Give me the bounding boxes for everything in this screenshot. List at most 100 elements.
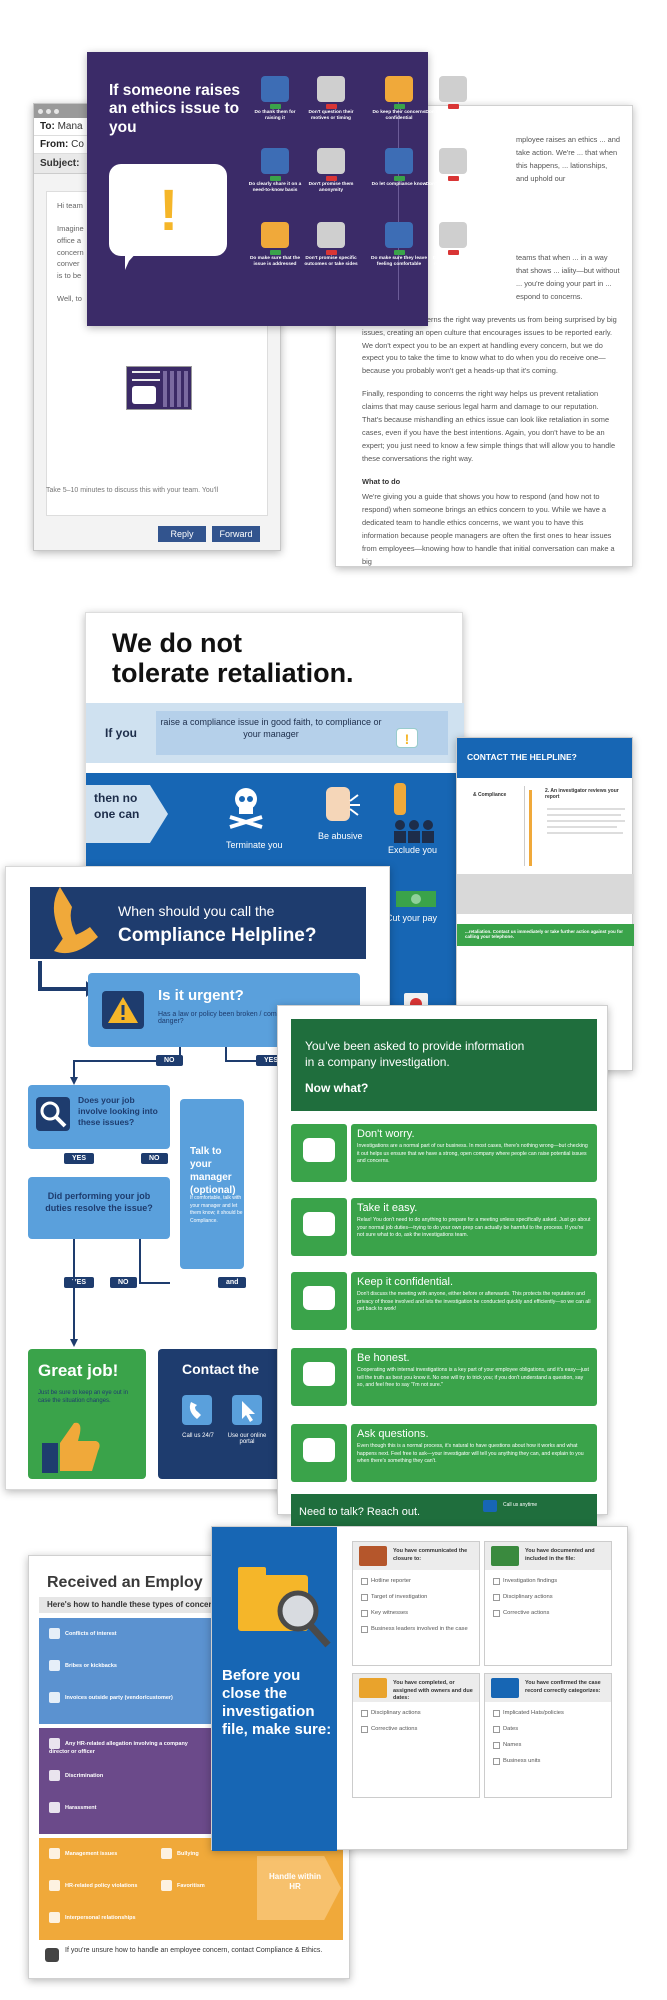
concern-type: Conflicts of interest	[49, 1628, 199, 1639]
tip-illustration-icon	[317, 148, 345, 174]
to-value: Mana	[57, 121, 83, 132]
green-notice: ...retaliation. Contact us immediately o…	[457, 924, 634, 946]
beach-umbrella-icon	[291, 1198, 347, 1256]
checklist-item[interactable]: Disciplinary actions	[361, 1710, 471, 1717]
tip-description: Investigations are a normal part of our …	[357, 1143, 588, 1165]
tip-illustration-icon	[385, 222, 413, 248]
tip-label: Don't tell others on your team	[425, 110, 481, 121]
text-line	[547, 826, 617, 828]
yes-label: YES	[64, 1153, 95, 1164]
checklist-item[interactable]: Disciplinary actions	[493, 1594, 603, 1601]
tip-text-box: Take it easy.Relax! You don't need to do…	[351, 1198, 597, 1256]
forward-button[interactable]: Forward	[212, 526, 260, 542]
footer-item: Call us anytime	[503, 1502, 538, 1508]
card-icon	[359, 1678, 387, 1698]
window-dot-icon[interactable]	[46, 108, 51, 114]
to-label: To:	[40, 121, 55, 132]
checklist-item[interactable]: Key witnesses	[361, 1610, 471, 1617]
speech-bubble-icon: !	[109, 164, 227, 270]
window-dot-icon[interactable]	[38, 108, 43, 114]
checklist-item[interactable]: Dates	[493, 1726, 603, 1733]
checklist-item[interactable]: Names	[493, 1742, 603, 1749]
tip-title: Be honest.	[357, 1352, 410, 1364]
infographic-thumbnail[interactable]	[126, 366, 192, 410]
window-dot-icon[interactable]	[54, 108, 59, 114]
email-line: Hi team	[57, 201, 83, 210]
concern-label: Discrimination	[65, 1772, 104, 1779]
concern-label: Favoritism	[177, 1882, 205, 1889]
concern-type: Invoices outside party (vendor/customer)	[49, 1692, 199, 1703]
tip-description: Cooperating with internal investigations…	[357, 1367, 589, 1389]
exclamation-note-icon: !	[396, 728, 418, 748]
concern-type: Management issues	[49, 1848, 199, 1859]
investigation-guide: You've been asked to provide information…	[277, 1005, 608, 1534]
subject-label: Subject:	[40, 158, 80, 169]
if-text: raise a compliance issue in good faith, …	[160, 717, 382, 739]
concern-label: HR-related policy violations	[65, 1882, 138, 1889]
step-accent	[529, 790, 532, 866]
checklist-item[interactable]: Target of investigation	[361, 1594, 471, 1601]
tip-illustration-icon	[261, 222, 289, 248]
from-value: Co	[71, 139, 84, 150]
phone-icon	[483, 1500, 497, 1512]
tip-description: Don't discuss the meeting with anyone, e…	[357, 1291, 591, 1313]
tip-title: Ask questions.	[357, 1428, 429, 1440]
close-investigation-checklist: Before you close the investigation file,…	[211, 1526, 628, 1851]
checklist-item[interactable]: Corrective actions	[361, 1726, 471, 1733]
x-icon	[325, 104, 337, 109]
concern-type: Harassment	[49, 1802, 199, 1813]
concern-label: Bullying	[177, 1850, 199, 1857]
memo-heading: What to do	[362, 477, 401, 487]
magnifier-icon	[36, 1097, 70, 1131]
then-line: then no	[94, 791, 138, 805]
concern-icon	[49, 1848, 60, 1859]
phone-icon[interactable]	[182, 1395, 212, 1425]
ethics-infographic: If someone raises an ethics issue to you…	[87, 52, 481, 326]
exclamation-icon: !	[159, 178, 179, 243]
ethics-tip: Don't tolerate any retaliation—from anyo…	[425, 222, 481, 274]
reply-button[interactable]: Reply	[158, 526, 206, 542]
connector-arrow	[38, 961, 96, 997]
concern-icon	[161, 1848, 172, 1859]
helpline-card-title: CONTACT THE HELPLINE?	[457, 738, 632, 778]
header-line: in a company investigation.	[305, 1054, 450, 1069]
concern-type: Discrimination	[49, 1770, 199, 1781]
investigation-tip: Keep it confidential.Don't discuss the m…	[291, 1272, 597, 1334]
memo-paragraph: mployee raises an ethics ... and take ac…	[516, 135, 620, 183]
flowchart-header: When should you call the Compliance Help…	[30, 887, 366, 959]
checklist-card: You have documented and included in the …	[484, 1541, 612, 1666]
cursor-icon[interactable]	[232, 1395, 262, 1425]
shouting-icon	[326, 787, 360, 821]
checklist-item[interactable]: Investigation findings	[493, 1578, 603, 1585]
yes-label: YES	[64, 1277, 95, 1288]
tip-illustration-icon	[317, 76, 345, 102]
email-line: concern	[57, 247, 84, 257]
checklist-item[interactable]: Corrective actions	[493, 1610, 603, 1617]
thumbs-up-icon	[42, 1422, 100, 1473]
concern-icon	[49, 1738, 60, 1749]
handle-arrow	[257, 1856, 341, 1920]
text-line	[547, 832, 623, 834]
email-line: office a	[57, 235, 82, 245]
checklist-item[interactable]: Implicated Hats/policies	[493, 1710, 603, 1717]
step-title: 2. An investigator reviews your report	[545, 788, 619, 800]
tip-title: Take it easy.	[357, 1202, 418, 1214]
ethics-tip: Do thank them for raising it	[247, 76, 303, 122]
checklist-item[interactable]: Hotline reporter	[361, 1578, 471, 1585]
tip-title: Don't worry.	[357, 1128, 415, 1140]
great-text: Just be sure to keep an eye out in case …	[38, 1390, 129, 1405]
tip-illustration-icon	[317, 222, 345, 248]
ethics-tip: Don't promise them anonymity	[303, 148, 359, 194]
concern-label: Harassment	[65, 1804, 97, 1811]
no-label: NO	[156, 1055, 183, 1066]
concern-icon	[161, 1880, 172, 1891]
x-icon	[447, 104, 459, 109]
checklist-item[interactable]: Business units	[493, 1758, 603, 1765]
investigation-tip: Be honest. Cooperating with internal inve…	[291, 1348, 597, 1410]
checklist-item[interactable]: Business leaders involved in the case	[361, 1626, 471, 1633]
tip-label: Don't question their motives or timing	[308, 110, 354, 121]
memo-paragraph: Next, handling concerns the right way pr…	[362, 314, 617, 376]
card-title: You have communicated the closure to:	[393, 1548, 468, 1562]
warning-icon	[102, 991, 144, 1029]
